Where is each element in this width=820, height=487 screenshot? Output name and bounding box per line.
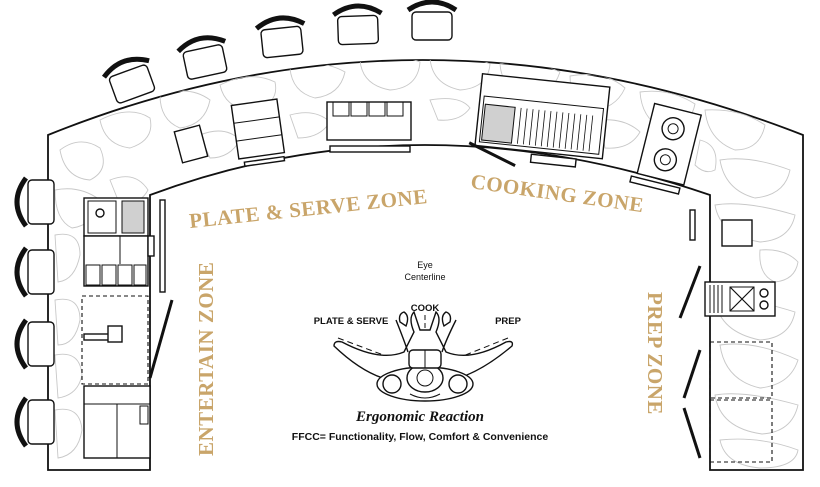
left-panel-strip bbox=[159, 199, 166, 293]
main-grill bbox=[468, 72, 611, 168]
stool-top-3 bbox=[254, 15, 306, 59]
stool-top-5 bbox=[406, 0, 458, 41]
zone-entertain: ENTERTAIN ZONE bbox=[194, 262, 218, 456]
caption-subtitle: FFCC= Functionality, Flow, Comfort & Con… bbox=[292, 431, 549, 443]
counter-outline bbox=[47, 59, 804, 471]
stool-left-4 bbox=[14, 396, 55, 448]
right-door-2 bbox=[682, 349, 702, 399]
storage-drawers bbox=[230, 98, 286, 167]
left-appliances bbox=[81, 197, 174, 459]
trash-bin bbox=[173, 124, 209, 164]
zone-cooking: COOKING ZONE bbox=[469, 169, 645, 217]
right-small-box bbox=[721, 219, 753, 247]
right-appliances bbox=[678, 209, 776, 463]
eye-label-line2: Centerline bbox=[404, 272, 445, 282]
left-refrigerator bbox=[83, 385, 151, 459]
bar-stools-left bbox=[14, 176, 55, 448]
right-door-3 bbox=[682, 407, 702, 459]
right-hand bbox=[441, 311, 452, 328]
left-shoulder-joint bbox=[382, 374, 402, 394]
zone-prep: PREP ZONE bbox=[643, 292, 667, 415]
left-hand bbox=[398, 311, 409, 328]
stool-top-4 bbox=[331, 3, 383, 46]
plate-serve-label: PLATE & SERVE bbox=[314, 316, 389, 327]
right-door-1 bbox=[678, 265, 702, 319]
right-handle bbox=[689, 209, 696, 241]
reach-line-left bbox=[337, 337, 403, 363]
bar-stools-top bbox=[101, 0, 458, 104]
right-side-burner bbox=[704, 281, 776, 317]
top-appliances bbox=[173, 72, 703, 195]
cook-label: COOK bbox=[411, 303, 440, 314]
stool-left-2 bbox=[14, 246, 55, 298]
eye-label-line1: Eye bbox=[417, 260, 433, 270]
side-burner bbox=[629, 102, 703, 195]
stool-top-1 bbox=[101, 56, 156, 104]
right-dashed-storage-1 bbox=[709, 341, 773, 399]
right-dashed-storage-2 bbox=[709, 399, 773, 463]
zone-plate-serve: PLATE & SERVE ZONE bbox=[188, 184, 429, 233]
stool-left-3 bbox=[14, 318, 55, 370]
caption-title: Ergonomic Reaction bbox=[355, 409, 484, 425]
stool-left-1 bbox=[14, 176, 55, 228]
right-shoulder-joint bbox=[448, 374, 468, 394]
refrigerator-sink-unit bbox=[83, 197, 155, 287]
prep-label: PREP bbox=[495, 316, 522, 327]
stool-top-2 bbox=[176, 35, 228, 80]
warming-drawer-unit bbox=[326, 101, 412, 153]
person-figure bbox=[333, 310, 514, 402]
left-dashed-storage bbox=[81, 295, 174, 385]
